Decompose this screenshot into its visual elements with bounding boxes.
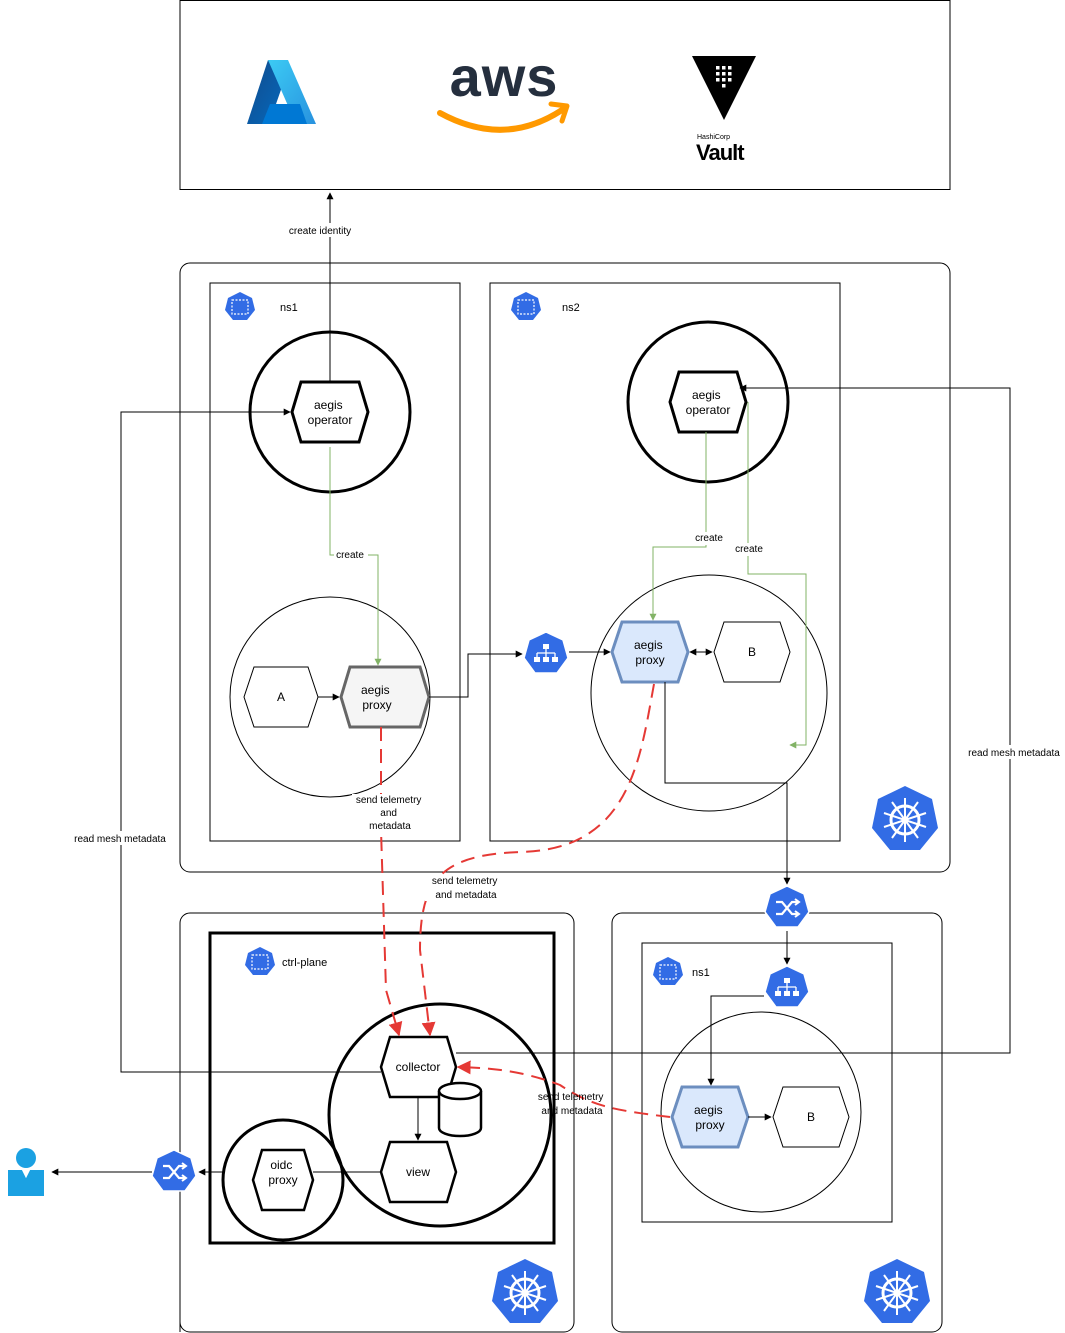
proxy-label-c3: aegis proxy <box>694 1103 726 1132</box>
ns1-label: ns1 <box>280 302 298 314</box>
app-pod-c3 <box>660 1011 862 1213</box>
operator-node-ns2 <box>668 370 748 434</box>
operator-label-ns1: aegis operator <box>308 398 353 427</box>
edge-telemetry-ns2 <box>418 683 655 1037</box>
aws-logo-text: aws <box>450 45 559 108</box>
edge-proxy-ns2-to-ingress <box>664 682 791 885</box>
service-b-label-c3: B <box>807 1110 815 1124</box>
vault-name-text: Vault <box>696 140 745 165</box>
app-pod-ns2 <box>590 574 828 812</box>
edge-label-read-mesh-left: read mesh metadata <box>74 834 166 845</box>
namespace-icon <box>653 957 683 985</box>
edge-label-read-mesh-right: read mesh metadata <box>968 748 1060 759</box>
service-a-node <box>243 666 319 728</box>
cluster-1 <box>179 262 951 873</box>
oidc-proxy-node <box>251 1148 315 1212</box>
service-b-node-c3 <box>772 1086 850 1148</box>
edge-label-create-ns2-right: create <box>735 544 763 555</box>
namespace-ctrl-plane-box <box>208 931 556 1245</box>
edge-telemetry-ns1 <box>380 727 403 1037</box>
vault-brand-text: HashiCorp <box>697 134 730 141</box>
azure-logo <box>247 60 316 124</box>
edge-telemetry-c3 <box>456 1060 671 1118</box>
proxy-node-ns1 <box>339 665 431 729</box>
namespace-icon <box>225 292 255 320</box>
oidc-proxy-label: oidc proxy <box>268 1158 297 1187</box>
ingress-icon <box>764 885 810 928</box>
namespace-icon <box>245 947 275 975</box>
aws-logo: aws <box>437 45 570 133</box>
cloud-providers-box <box>179 0 951 190</box>
kubernetes-icon <box>872 786 938 850</box>
ns2-label: ns2 <box>562 302 580 314</box>
edge-create-ns2-proxy <box>649 432 707 621</box>
namespace-ns1-c3-box <box>641 942 893 1223</box>
service-icon <box>523 631 569 674</box>
edge-label-create-ns1: create <box>336 550 364 561</box>
database-icon <box>437 1081 483 1138</box>
ctrl-plane-label: ctrl-plane <box>282 957 327 969</box>
oidc-pod <box>221 1118 345 1242</box>
edge-label-telemetry-c3: send telemetry and metadata <box>538 1092 606 1117</box>
ns1-c3-label: ns1 <box>692 967 710 979</box>
view-label: view <box>406 1165 430 1179</box>
edge-create-ns2-right <box>747 402 807 749</box>
edge-proxy-ns1-to-service <box>429 650 523 698</box>
service-b-label-ns2: B <box>748 645 756 659</box>
hashicorp-vault-logo: HashiCorp Vault <box>692 56 756 165</box>
edge-label-create-ns2-proxy: create <box>695 533 723 544</box>
cluster-2 <box>179 912 575 1333</box>
ingress-icon <box>151 1149 197 1192</box>
edge-label-telemetry-ns2: send telemetry and metadata <box>432 876 500 901</box>
edge-label-create-identity: create identity <box>289 226 351 237</box>
user-icon <box>8 1148 44 1196</box>
edge-label-telemetry-ns1: send telemetry and metadata <box>356 795 424 832</box>
namespace-ns1-box <box>209 282 461 842</box>
kubernetes-icon <box>492 1259 558 1323</box>
service-b-node-ns2 <box>713 621 791 683</box>
proxy-node-ns2 <box>610 620 690 684</box>
namespace-ns2-box <box>489 282 841 842</box>
service-a-label: A <box>277 690 285 704</box>
collector-label: collector <box>396 1060 441 1074</box>
operator-label-ns2: aegis operator <box>686 388 731 417</box>
proxy-label-ns1: aegis proxy <box>361 683 393 712</box>
edge-read-mesh-right <box>456 384 1011 1054</box>
edge-service-to-proxy-c3 <box>707 995 764 1086</box>
proxy-node-c3 <box>670 1085 750 1149</box>
ctrl-plane-pod <box>327 1002 553 1228</box>
operator-node-ns1 <box>290 380 370 444</box>
namespace-icon <box>511 292 541 320</box>
kubernetes-icon <box>864 1259 930 1323</box>
operator-pod-ns2 <box>626 320 790 484</box>
proxy-label-ns2: aegis proxy <box>634 638 666 667</box>
service-icon <box>764 965 810 1008</box>
edge-read-mesh-left <box>120 408 381 1073</box>
